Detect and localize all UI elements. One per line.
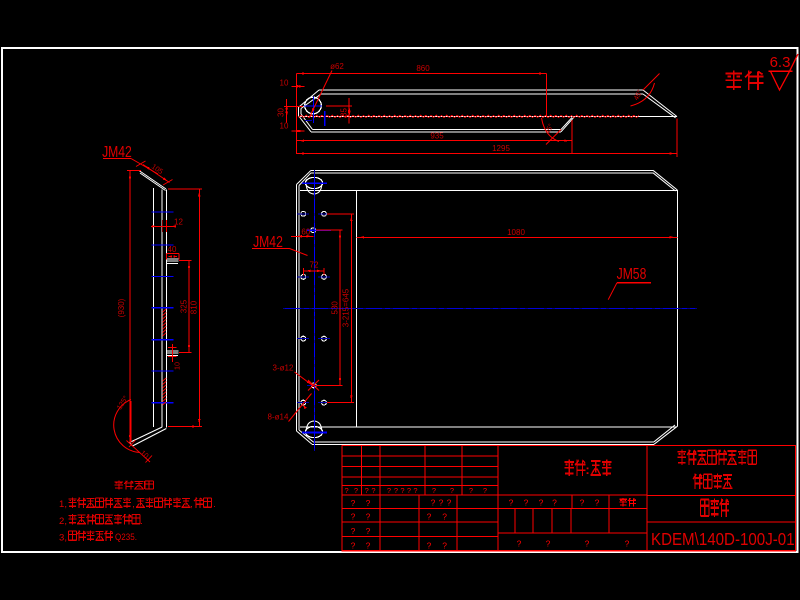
svg-text:JM42: JM42: [253, 233, 283, 251]
svg-text:1080: 1080: [507, 228, 525, 237]
svg-text::: :: [585, 462, 589, 477]
svg-text:?: ?: [524, 498, 529, 508]
svg-text:530: 530: [331, 301, 340, 315]
svg-text:JM58: JM58: [617, 265, 647, 283]
svg-text:?: ?: [442, 512, 447, 522]
svg-text:860: 860: [416, 64, 430, 73]
svg-text:?: ?: [431, 498, 436, 508]
svg-text:.: .: [213, 499, 216, 510]
svg-text:?: ?: [345, 486, 349, 495]
svg-text:8-ø14: 8-ø14: [268, 413, 289, 422]
svg-text:.: .: [140, 516, 143, 527]
svg-text:?: ?: [447, 498, 452, 508]
svg-text:?: ?: [365, 486, 369, 495]
svg-text:?: ?: [366, 512, 371, 522]
svg-text:?: ?: [539, 498, 544, 508]
svg-text:?: ?: [413, 486, 417, 495]
svg-text:?: ?: [442, 541, 447, 551]
svg-text:?: ?: [427, 541, 432, 551]
svg-text:30: 30: [277, 108, 286, 117]
svg-text:?: ?: [517, 539, 522, 549]
svg-text:?: ?: [546, 539, 551, 549]
svg-text:?: ?: [625, 539, 630, 549]
svg-text:?: ?: [387, 486, 391, 495]
svg-text:KDEM\140D-100J-01: KDEM\140D-100J-01: [651, 529, 795, 550]
svg-text:ø62: ø62: [330, 62, 344, 71]
svg-text:JM42: JM42: [102, 143, 132, 161]
svg-text:10: 10: [280, 79, 289, 88]
svg-text:?: ?: [400, 486, 404, 495]
svg-text:?: ?: [354, 486, 358, 495]
svg-text:?: ?: [450, 486, 454, 495]
svg-text:?: ?: [366, 498, 371, 508]
svg-text:?: ?: [366, 526, 371, 536]
svg-text:?: ?: [366, 541, 371, 551]
svg-text:10: 10: [139, 448, 151, 460]
svg-text:6.3: 6.3: [770, 54, 791, 71]
svg-text:?: ?: [394, 486, 398, 495]
svg-text:?: ?: [351, 526, 356, 536]
svg-text:?: ?: [407, 486, 411, 495]
svg-text:?: ?: [580, 498, 585, 508]
svg-text:?: ?: [351, 512, 356, 522]
svg-text:?: ?: [371, 486, 375, 495]
svg-text:(930): (930): [117, 298, 126, 317]
svg-text:935: 935: [430, 132, 444, 141]
svg-text:?: ?: [351, 541, 356, 551]
svg-text:12: 12: [174, 218, 183, 227]
svg-text:?: ?: [469, 486, 473, 495]
svg-text:2,: 2,: [59, 516, 67, 527]
svg-text:,: ,: [132, 499, 135, 510]
svg-text:1295: 1295: [492, 144, 510, 153]
svg-text:35: 35: [339, 108, 348, 117]
svg-text:?: ?: [585, 539, 590, 549]
svg-text:Q235.: Q235.: [115, 531, 137, 542]
svg-text:40: 40: [168, 245, 177, 254]
svg-text:?: ?: [432, 486, 436, 495]
svg-text:60: 60: [301, 227, 310, 236]
svg-text:3-ø12: 3-ø12: [273, 364, 294, 373]
svg-text:?: ?: [552, 498, 557, 508]
svg-text:810: 810: [190, 300, 199, 314]
svg-text:3,: 3,: [59, 533, 67, 544]
svg-text:325: 325: [180, 299, 189, 313]
svg-text:10: 10: [173, 362, 182, 370]
svg-text:?: ?: [595, 498, 600, 508]
svg-text:?: ?: [351, 498, 356, 508]
svg-text:72: 72: [310, 261, 319, 270]
svg-text:?: ?: [509, 498, 514, 508]
svg-text:?: ?: [427, 512, 432, 522]
svg-text:?: ?: [439, 498, 444, 508]
svg-text:?: ?: [483, 486, 487, 495]
svg-text:10: 10: [280, 122, 289, 131]
svg-text:1,: 1,: [59, 499, 67, 510]
svg-text:,: ,: [190, 499, 193, 510]
svg-text:3-215=645: 3-215=645: [342, 288, 351, 327]
